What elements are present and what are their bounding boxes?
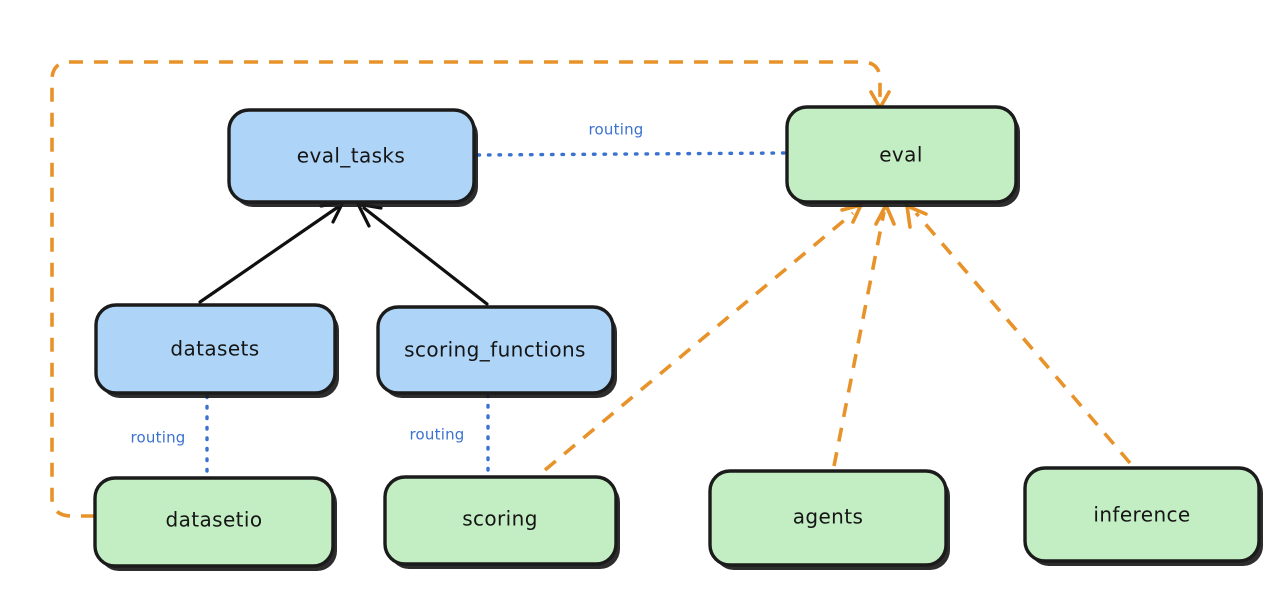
nodes-layer: eval_tasks eval datasets scoring_functio… [93,105,1263,571]
node-scoring-label: scoring [462,507,538,531]
node-eval_tasks[interactable]: eval_tasks [227,108,478,207]
node-datasetio-body [93,476,335,568]
node-agents-body [708,469,948,567]
node-agents[interactable]: agents [708,469,950,570]
node-eval-body [785,105,1018,204]
node-scoring[interactable]: scoring [383,475,620,569]
node-datasets-body [94,303,337,395]
node-scoring_functions[interactable]: scoring_functions [376,305,617,398]
edge-labels: routing routing routing [131,121,644,447]
edge-label-routing-datasetio: routing [131,429,186,447]
edge-eval_tasks-eval [476,151,786,157]
edge-agents-eval [832,200,896,467]
node-datasetio[interactable]: datasetio [93,476,337,571]
edge-scoringfn-eval_tasks [355,201,489,306]
node-scoring-body [383,475,618,566]
edge-label-routing-scoring: routing [410,426,465,444]
node-scoring_functions-label: scoring_functions [404,338,586,362]
node-eval_tasks-body [227,108,476,204]
edge-inference-eval [904,203,1132,465]
node-agents-label: agents [793,505,864,529]
node-inference[interactable]: inference [1023,466,1263,566]
node-datasetio-label: datasetio [165,508,262,532]
routing-edges [205,151,786,478]
edge-label-routing-eval: routing [589,121,644,139]
node-eval_tasks-label: eval_tasks [297,144,405,168]
node-datasets[interactable]: datasets [94,303,339,398]
node-eval-label: eval [879,143,923,167]
edge-datasets-eval_tasks [198,199,346,304]
node-datasets-label: datasets [170,337,259,361]
node-inference-label: inference [1093,503,1190,527]
composition-edges [198,199,489,306]
node-inference-body [1023,466,1261,563]
node-scoring_functions-body [376,305,615,395]
node-eval[interactable]: eval [785,105,1020,207]
